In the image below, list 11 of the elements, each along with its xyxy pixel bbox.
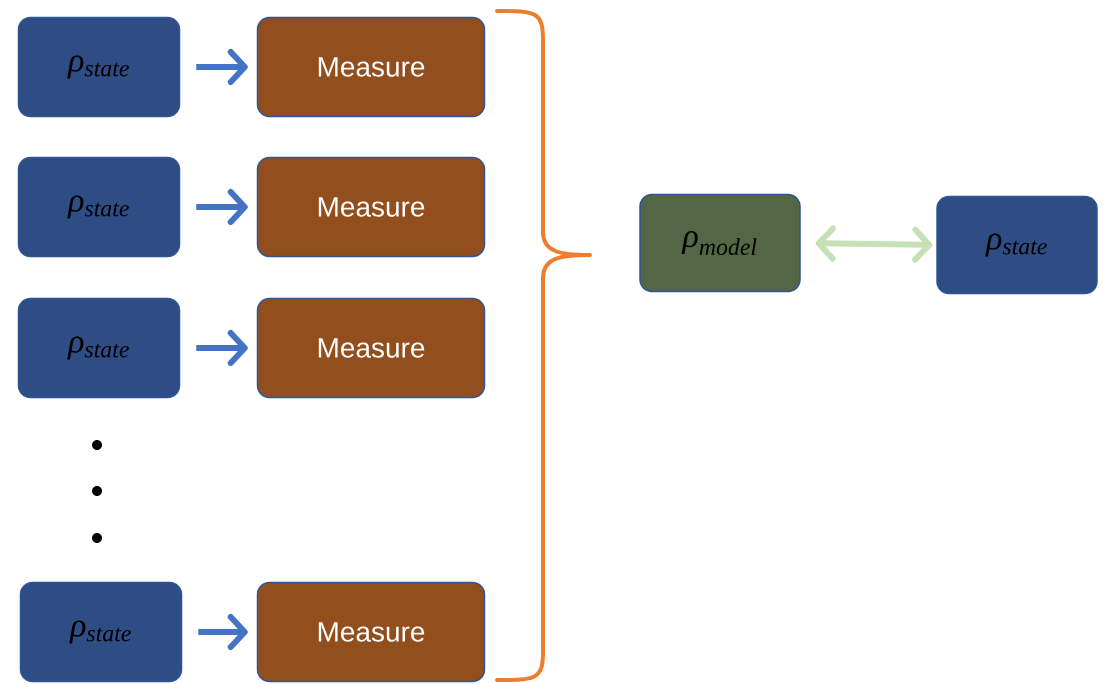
measure-box: Measure: [256, 16, 486, 118]
state-box: ρ$_{state}$: [17, 297, 181, 399]
state-box: ρ$_{state}$: [17, 156, 181, 258]
arrow: [815, 225, 933, 263]
state-box: ρ$_{state}$: [17, 16, 181, 118]
measure-box: Measure: [256, 581, 486, 683]
state-box: ρ$_{state}$: [19, 581, 183, 683]
state-box: ρ$_{state}$: [936, 195, 1098, 295]
measure-box: Measure: [256, 156, 486, 258]
measure-box: Measure: [256, 297, 486, 399]
model-box: ρ$_{model}$: [639, 193, 801, 293]
